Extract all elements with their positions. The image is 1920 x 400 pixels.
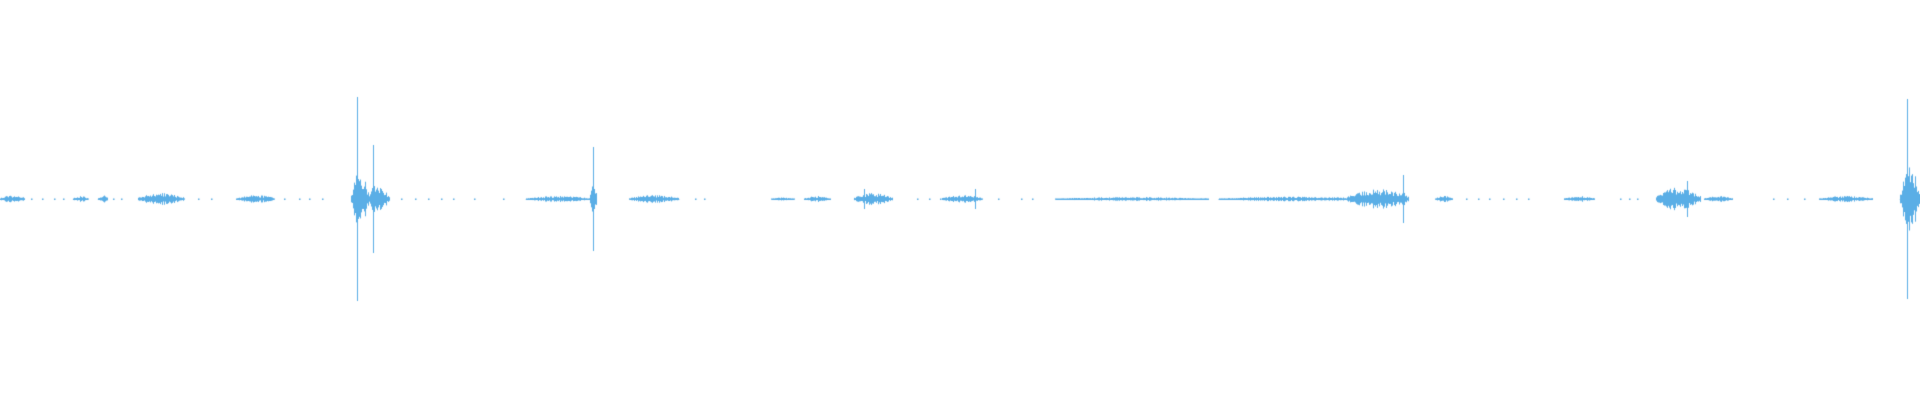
audio-waveform[interactable] — [0, 0, 1920, 400]
